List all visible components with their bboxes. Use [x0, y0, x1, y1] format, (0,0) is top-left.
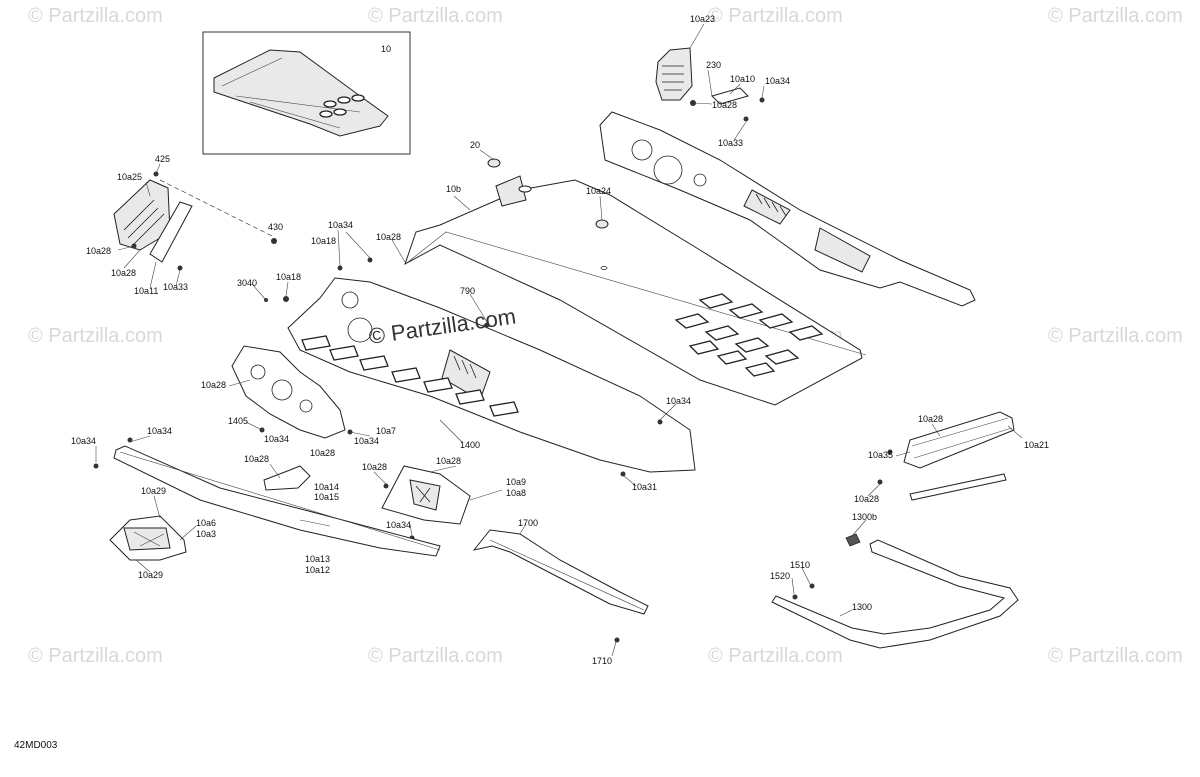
lower-bracket: [109, 515, 187, 561]
callout-label: 10a33: [163, 282, 188, 292]
callout-label: 20: [470, 140, 480, 150]
callout-label: 10a9: [506, 477, 526, 487]
slide-rail-1300: [771, 539, 1019, 649]
callout-label: 230: [706, 60, 721, 70]
callout-label: 1405: [228, 416, 248, 426]
callout-label: 10a7: [376, 426, 396, 436]
callout-label: 10a25: [117, 172, 142, 182]
callout-label: 790: [460, 286, 475, 296]
inset-slots: [319, 94, 365, 118]
callout-label: 10a34: [354, 436, 379, 446]
callout-label: 425: [155, 154, 170, 164]
top-left-bracket: [113, 171, 277, 271]
diagram-code: 42MD003: [14, 740, 58, 751]
callout-label: 10a21: [1024, 440, 1049, 450]
callout-label: 1700: [518, 518, 538, 528]
callout-label: 10a14: [314, 482, 339, 492]
inset-label: 10: [381, 44, 391, 54]
right-rail-10a21: [903, 411, 1015, 501]
slide-rail-1700: [472, 529, 649, 615]
callout-label: 10a10: [730, 74, 755, 84]
watermark: © Partzilla.com: [368, 645, 503, 667]
callout-label: 10a34: [328, 220, 353, 230]
callout-label: 10a28: [362, 462, 387, 472]
tunnel-plate-slots: [674, 293, 824, 377]
callout-label: 10a12: [305, 565, 330, 575]
callout-label: 10a18: [311, 236, 336, 246]
callout-label: 10a8: [506, 488, 526, 498]
callout-label: 1400: [460, 440, 480, 450]
callout-label: 1300b: [852, 512, 877, 522]
callout-label: 10a11: [134, 286, 158, 296]
left-panel-slots: [301, 335, 519, 417]
watermark: © Partzilla.com: [28, 5, 163, 27]
callout-label: 1300: [852, 602, 872, 612]
callout-label: 10a23: [690, 14, 715, 24]
callout-label: 10a28: [201, 380, 226, 390]
callout-label: 1710: [592, 656, 612, 666]
callout-label: 10a28: [918, 414, 943, 424]
callout-label: 1510: [790, 560, 810, 570]
small-bracket: [263, 465, 311, 491]
callout-label: 10a28: [376, 232, 401, 242]
callout-label: 430: [268, 222, 283, 232]
callout-label: 10a28: [244, 454, 269, 464]
callout-labels: 10a23 230 10a10 10a34 10a28 10a33 425 10…: [71, 14, 1049, 666]
leader-lines: [95, 23, 1023, 657]
callout-label: 10a3: [196, 529, 216, 539]
inset-box: 10: [202, 31, 411, 155]
callout-label: 10a18: [276, 272, 301, 282]
fasteners: [93, 158, 893, 643]
callout-label: 10a15: [314, 492, 339, 502]
top-right-bracket: [655, 47, 765, 122]
callout-label: 10b: [446, 184, 461, 194]
watermark: © Partzilla.com: [28, 325, 163, 347]
callout-label: 10a28: [86, 246, 111, 256]
watermark: © Partzilla.com: [1048, 645, 1183, 667]
callout-label: 10a28: [712, 100, 737, 110]
right-side-panel: [599, 111, 976, 307]
watermark: © Partzilla.com: [368, 5, 503, 27]
tunnel-top-plate: [404, 175, 867, 406]
callout-label: 10a6: [196, 518, 216, 528]
left-rail: [113, 445, 441, 557]
callout-label: 10a34: [765, 76, 790, 86]
watermark: © Partzilla.com: [708, 5, 843, 27]
callout-label: 10a28: [854, 494, 879, 504]
callout-label: 10a29: [141, 486, 166, 496]
watermark: © Partzilla.com: [708, 645, 843, 667]
watermark: © Partzilla.com: [1048, 325, 1183, 347]
left-side-panel: [287, 277, 696, 473]
callout-label: 10a33: [718, 138, 743, 148]
callout-label: 10a28: [111, 268, 136, 278]
callout-label: 10a35: [868, 450, 893, 460]
callout-label: 10a24: [586, 186, 611, 196]
callout-label: 10a34: [666, 396, 691, 406]
watermark-layer: © Partzilla.com © Partzilla.com © Partzi…: [28, 5, 1183, 667]
callout-label: 10a34: [264, 434, 289, 444]
callout-label: 10a28: [310, 448, 335, 458]
watermark: © Partzilla.com: [28, 645, 163, 667]
callout-label: 10a29: [138, 570, 163, 580]
callout-label: 10a31: [632, 482, 657, 492]
callout-label: 3040: [237, 278, 257, 288]
watermark: © Partzilla.com: [1048, 5, 1183, 27]
callout-label: 10a34: [147, 426, 172, 436]
left-brackets: [231, 345, 346, 439]
callout-label: 1520: [770, 571, 790, 581]
callout-label: 10a34: [71, 436, 96, 446]
callout-label: 10a28: [436, 456, 461, 466]
center-bracket: [381, 465, 471, 525]
callout-label: 10a34: [386, 520, 411, 530]
callout-label: 10a13: [305, 554, 330, 564]
